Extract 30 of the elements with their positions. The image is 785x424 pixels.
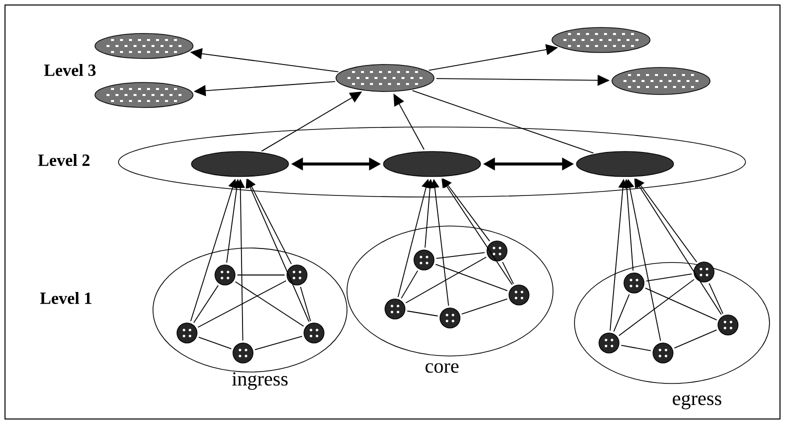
- router-circle: [508, 284, 530, 306]
- dark-ellipse: [576, 151, 674, 177]
- router-circle: [304, 322, 324, 344]
- level-label: Level 2: [38, 154, 90, 166]
- patterned-ellipse: [336, 64, 434, 92]
- router-circle: [694, 262, 714, 282]
- router-circle: [486, 240, 508, 262]
- cluster-label: ingress: [232, 372, 288, 390]
- router-circle: [440, 308, 460, 328]
- router-circle: [652, 342, 674, 364]
- level-label: Level 3: [44, 64, 96, 76]
- patterned-ellipse: [94, 82, 194, 108]
- cluster-label: egress: [672, 394, 722, 410]
- patterned-ellipse: [552, 27, 650, 53]
- router-circle: [286, 264, 308, 286]
- router-circle: [232, 342, 254, 364]
- router-circle: [718, 314, 738, 336]
- dark-ellipse: [191, 151, 289, 177]
- patterned-ellipse: [94, 33, 194, 59]
- router-circle: [598, 332, 620, 354]
- router-circle: [214, 264, 236, 286]
- router-circle: [624, 272, 644, 294]
- cluster-label: core: [426, 363, 459, 373]
- router-circle: [176, 322, 198, 344]
- router-circle: [384, 298, 406, 320]
- patterned-ellipse: [612, 67, 710, 95]
- router-circle: [414, 250, 434, 270]
- level-ellipse: [118, 126, 746, 198]
- dark-ellipse: [383, 151, 481, 177]
- level-label: Level 1: [40, 292, 92, 304]
